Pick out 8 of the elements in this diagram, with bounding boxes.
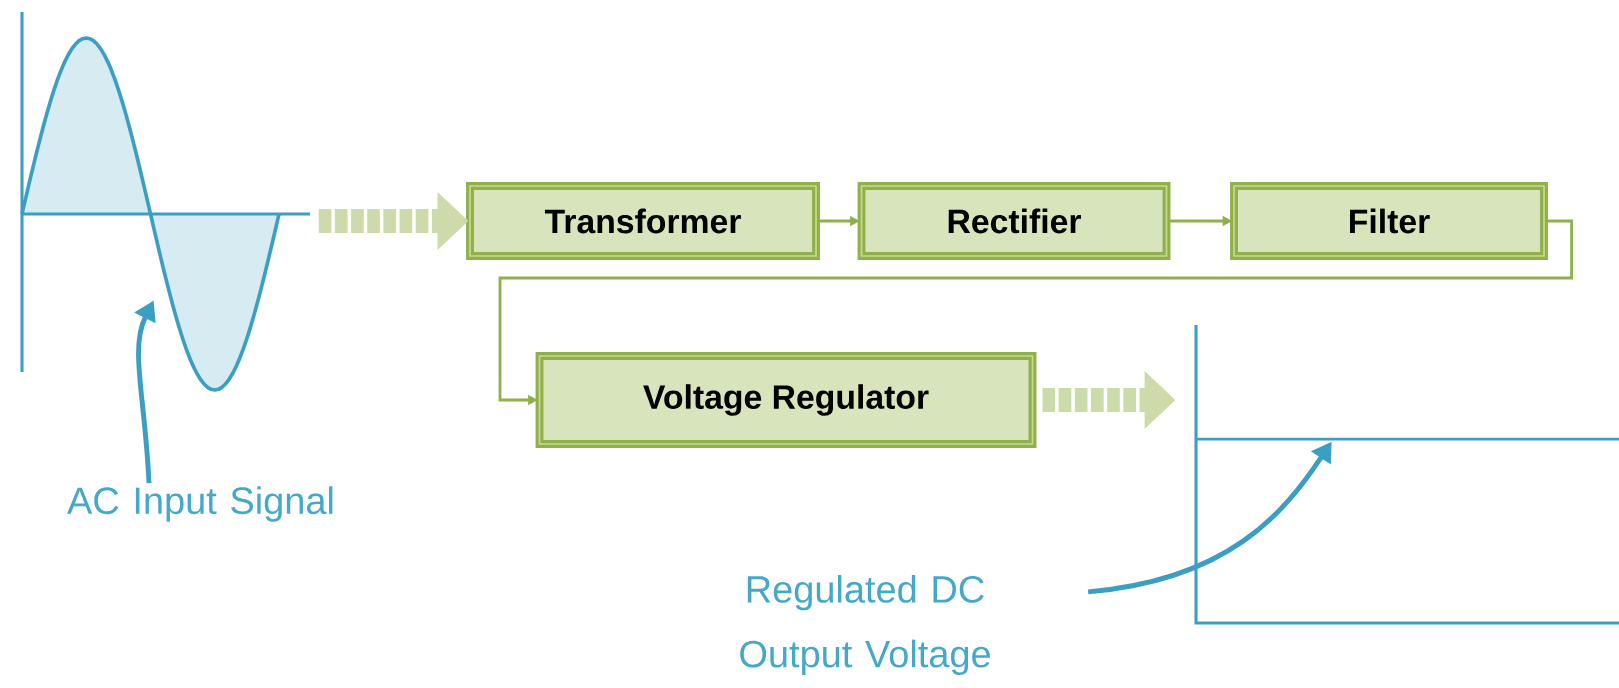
process-box: Filter [1230, 182, 1548, 260]
process-box: Voltage Regulator [535, 352, 1037, 448]
signal-label: Regulated DC Output Voltage [740, 574, 990, 676]
process-box: Rectifier [857, 182, 1171, 260]
signal-label: AC Input Signal [67, 486, 333, 522]
dc-output-drawing [1194, 325, 1619, 625]
process-box: Transformer [466, 182, 820, 260]
sine-wave-drawing [20, 12, 310, 392]
